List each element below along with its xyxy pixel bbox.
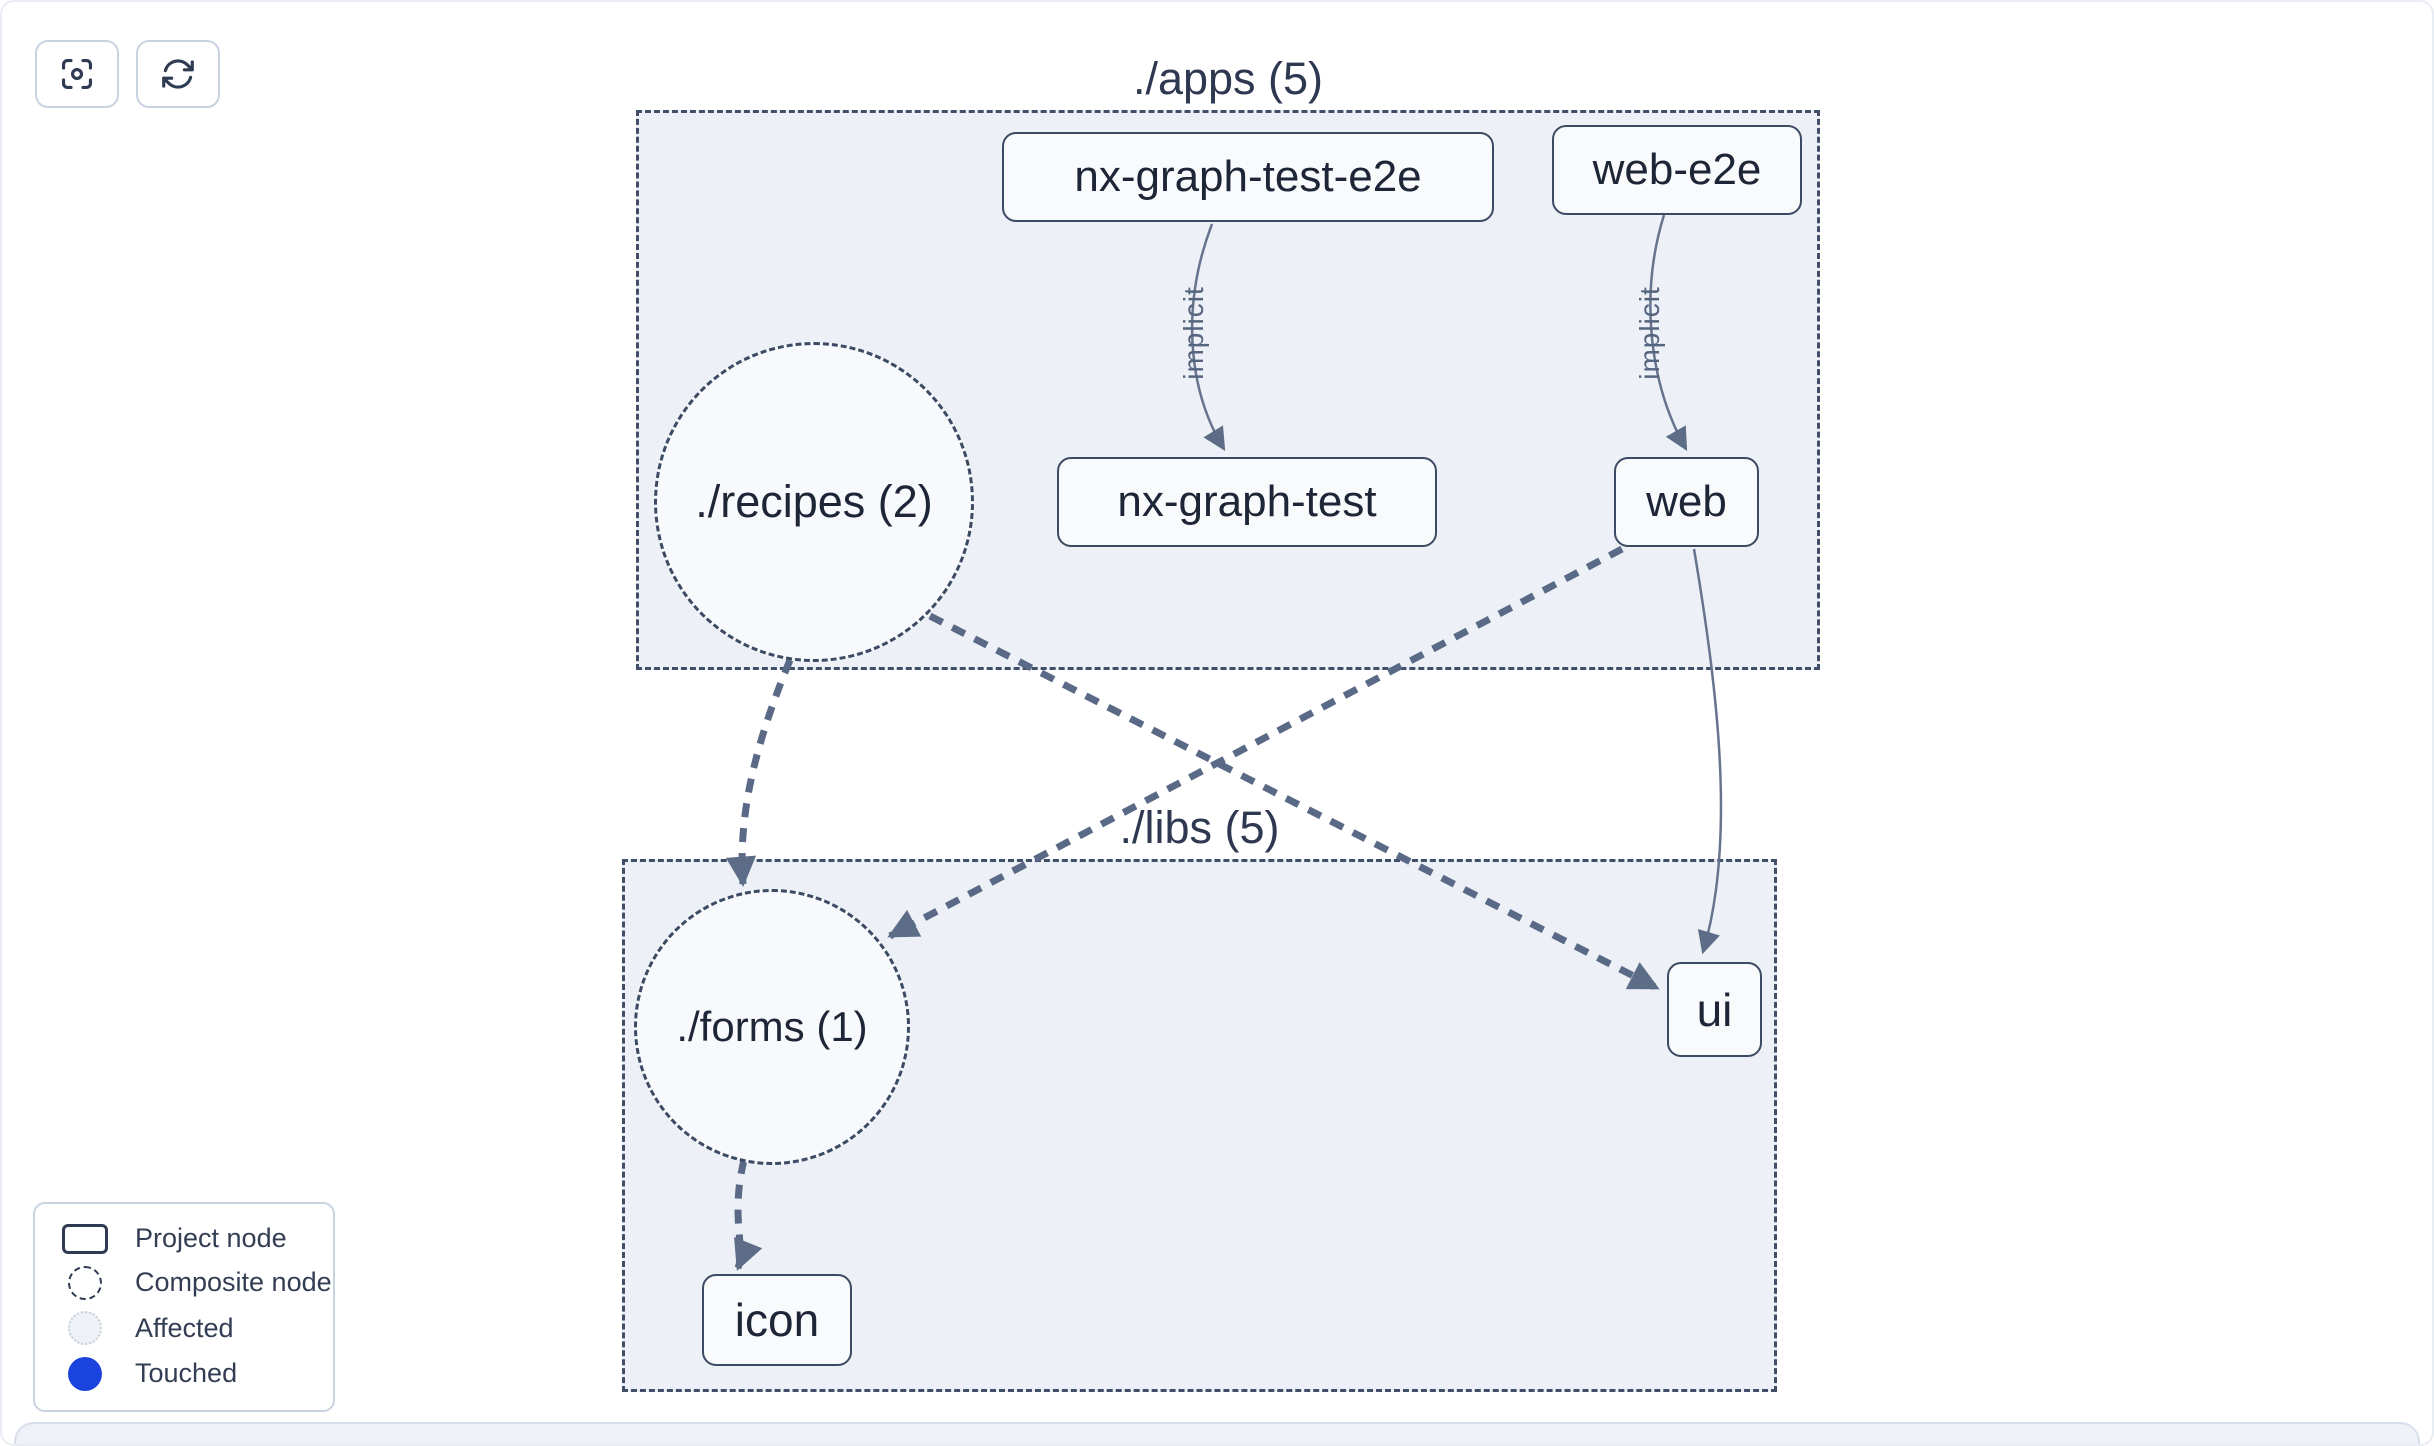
legend-row-affected: Affected — [35, 1311, 333, 1346]
node-nx-graph-test[interactable]: nx-graph-test — [1057, 457, 1437, 547]
node-web[interactable]: web — [1614, 457, 1759, 547]
legend-label-affected: Affected — [135, 1312, 234, 1343]
group-apps-label: ./apps (5) — [1132, 53, 1324, 104]
legend-label-project-node: Project node — [135, 1223, 287, 1254]
node-web-e2e[interactable]: web-e2e — [1552, 125, 1802, 215]
legend-label-touched: Touched — [135, 1358, 238, 1389]
bottom-panel-edge — [14, 1422, 2420, 1444]
node-recipes-composite[interactable]: ./recipes (2) — [654, 342, 974, 662]
group-libs-label: ./libs (5) — [1119, 802, 1280, 853]
project-node-swatch — [62, 1223, 108, 1254]
refresh-icon — [162, 59, 194, 89]
node-forms-composite[interactable]: ./forms (1) — [634, 889, 910, 1165]
legend-row-composite-node: Composite node — [35, 1265, 333, 1300]
focus-graph-button[interactable] — [35, 40, 119, 108]
focus-icon — [61, 58, 93, 90]
composite-node-swatch — [68, 1265, 102, 1300]
legend-label-composite-node: Composite node — [135, 1267, 332, 1298]
edge-label-implicit-1: implicit — [1178, 286, 1209, 380]
touched-swatch — [68, 1356, 102, 1391]
legend-row-project-node: Project node — [35, 1223, 333, 1254]
node-icon[interactable]: icon — [702, 1274, 852, 1366]
affected-swatch — [68, 1311, 102, 1346]
node-ui[interactable]: ui — [1667, 962, 1762, 1057]
edge-label-implicit-2: implicit — [1634, 286, 1665, 380]
refresh-graph-button[interactable] — [136, 40, 220, 108]
legend-row-touched: Touched — [35, 1356, 333, 1391]
node-nx-graph-test-e2e[interactable]: nx-graph-test-e2e — [1002, 132, 1494, 222]
graph-toolbar — [35, 40, 220, 108]
legend-panel: Project node Composite node Affected Tou… — [33, 1202, 335, 1412]
